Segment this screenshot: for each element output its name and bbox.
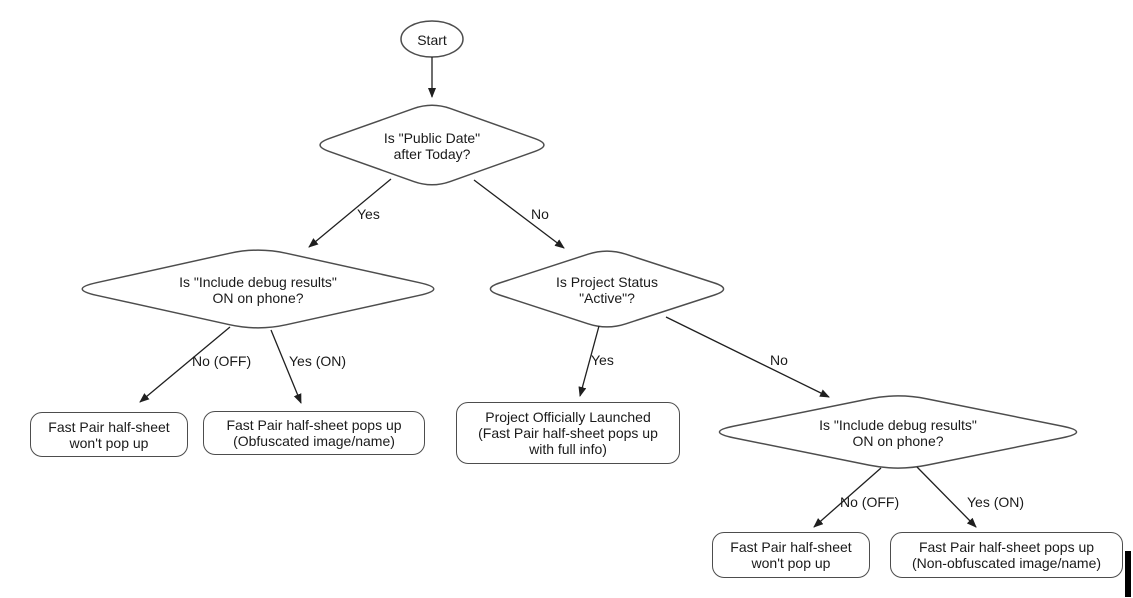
outcome-obfuscated-box: Fast Pair half-sheet pops up (Obfuscated… [203, 411, 425, 455]
edge-label-debug-right-yes: Yes (ON) [967, 494, 1025, 510]
text-cursor-bar [1125, 551, 1131, 597]
decision-public-date-label: Is "Public Date" after Today? [383, 130, 481, 162]
outcome-no-popup-left-box: Fast Pair half-sheet won't pop up [30, 412, 188, 457]
edge-label-public-date-yes: Yes [357, 206, 380, 222]
arrow-project-status-no [665, 316, 830, 398]
decision-diamond-debug-left [81, 249, 435, 329]
arrow-public-date-yes [308, 178, 392, 248]
edge-label-project-status-yes: Yes [591, 352, 614, 368]
decision-diamond-project-status [489, 250, 725, 328]
outcome-no-popup-right-box: Fast Pair half-sheet won't pop up [712, 532, 870, 578]
arrow-debug-left-no [139, 326, 231, 403]
decision-debug-left-label: Is "Include debug results" ON on phone? [179, 274, 337, 306]
outcome-launched-box: Project Officially Launched (Fast Pair h… [456, 402, 680, 464]
arrow-project-status-yes [578, 325, 600, 397]
start-node-label: Start [417, 32, 447, 48]
outcome-non-obfuscated-box: Fast Pair half-sheet pops up (Non-obfusc… [890, 532, 1123, 578]
arrow-debug-right-no [813, 467, 882, 528]
edge-label-public-date-no: No [531, 206, 549, 222]
arrow-debug-left-yes [270, 329, 302, 404]
decision-diamond-debug-right [718, 395, 1078, 469]
edge-label-project-status-no: No [770, 352, 788, 368]
decision-project-status-label: Is Project Status "Active"? [556, 274, 658, 306]
edge-label-debug-left-yes: Yes (ON) [289, 353, 347, 369]
edge-label-debug-right-no: No (OFF) [840, 494, 900, 510]
edge-label-debug-left-no: No (OFF) [192, 353, 252, 369]
arrow-debug-right-yes [916, 466, 977, 528]
decision-debug-right-label: Is "Include debug results" ON on phone? [819, 417, 977, 449]
decision-diamond-public-date [319, 104, 545, 186]
arrow-public-date-no [473, 179, 565, 249]
